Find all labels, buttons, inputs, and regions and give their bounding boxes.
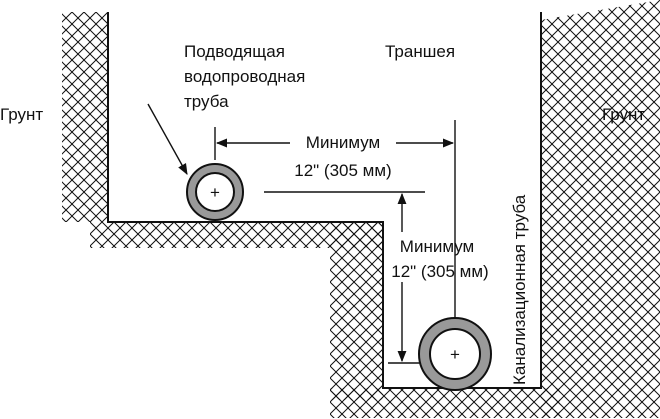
water-pipe-label-line2: водопроводная	[184, 67, 305, 86]
sewer-pipe: +	[418, 317, 492, 391]
soil-hatching	[62, 0, 660, 418]
sewer-pipe-label: Канализационная труба	[510, 194, 529, 385]
vertical-min-label-line1: Минимум	[400, 237, 474, 256]
vertical-dimension	[264, 191, 425, 364]
water-pipe-center-mark: +	[210, 183, 220, 202]
trench-outline	[107, 12, 542, 389]
ground-right-label: Грунт	[602, 105, 645, 124]
water-pipe-leader	[147, 103, 188, 175]
trench-label: Траншея	[385, 42, 455, 61]
horizontal-min-label-line2: 12" (305 мм)	[294, 161, 391, 180]
water-pipe-label-line1: Подводящая	[184, 42, 285, 61]
vertical-min-label-line2: 12" (305 мм)	[391, 262, 488, 281]
water-pipe-label-line3: труба	[184, 92, 229, 111]
ground-left-label: Грунт	[0, 105, 43, 124]
sewer-pipe-center-mark: +	[450, 345, 460, 364]
water-pipe: +	[186, 163, 244, 221]
horizontal-dimension	[214, 120, 456, 318]
horizontal-min-label-line1: Минимум	[306, 133, 380, 152]
